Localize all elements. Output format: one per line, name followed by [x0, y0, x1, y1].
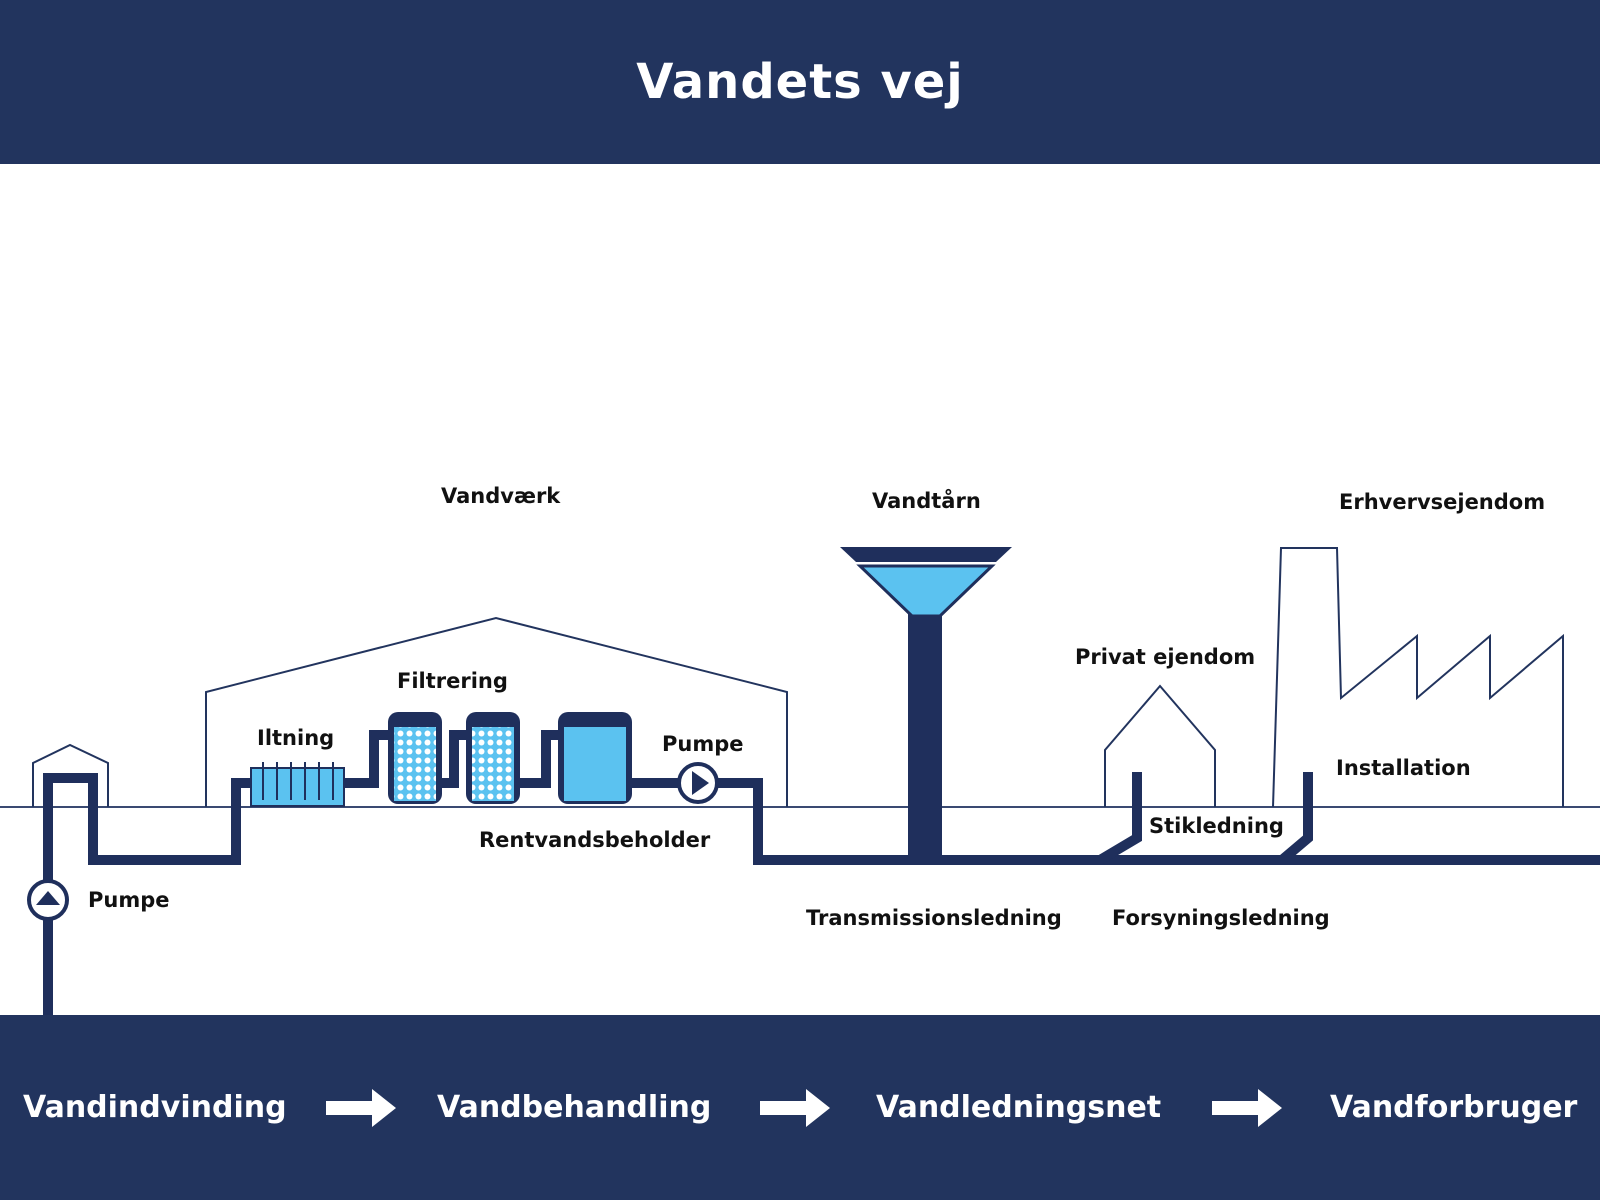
label-filtration: Filtrering	[397, 669, 508, 693]
stage-water-treatment: Vandbehandling	[437, 1090, 712, 1125]
label-water-tower: Vandtårn	[872, 488, 981, 513]
label-transmission-pipe: Transmissionsledning	[806, 906, 1062, 930]
stage-water-extraction: Vandindvinding	[23, 1090, 287, 1125]
stage-water-consumer: Vandforbruger	[1330, 1090, 1578, 1125]
label-installation: Installation	[1336, 756, 1471, 780]
right-arrow-icon	[760, 1089, 830, 1127]
well-house-outline	[32, 743, 109, 807]
pipe-network	[43, 730, 1600, 1015]
label-service-pipe: Stikledning	[1149, 814, 1284, 838]
label-clean-water-reservoir: Rentvandsbeholder	[479, 828, 711, 852]
label-plant-pump: Pumpe	[662, 732, 744, 756]
right-arrow-icon	[1212, 1089, 1282, 1127]
label-private-property: Privat ejendom	[1075, 645, 1255, 669]
stage-distribution-network: Vandledningsnet	[876, 1090, 1162, 1125]
label-waterworks: Vandværk	[441, 484, 561, 508]
factory-outline	[1272, 547, 1564, 808]
header-bar: Vandets vej	[0, 0, 1600, 164]
private-house-outline	[1104, 684, 1216, 807]
right-arrow-icon	[326, 1089, 396, 1127]
process-stage-bar: Vandindvinding Vandbehandling Vandlednin…	[0, 1015, 1600, 1200]
waterworks-building-outline	[205, 616, 788, 807]
label-commercial-property: Erhvervsejendom	[1339, 490, 1545, 514]
filter-tank-2	[466, 712, 520, 804]
aeration-tank	[250, 762, 345, 807]
label-well-pump: Pumpe	[88, 888, 170, 912]
filter-tank-1	[388, 712, 442, 804]
clean-water-reservoir	[558, 712, 632, 804]
water-tower	[840, 547, 1012, 860]
page-title: Vandets vej	[636, 54, 964, 110]
label-supply-pipe: Forsyningsledning	[1112, 906, 1330, 930]
plant-pump-icon	[677, 762, 719, 804]
label-aeration: Iltning	[257, 726, 334, 750]
well-pump-icon	[27, 879, 69, 921]
